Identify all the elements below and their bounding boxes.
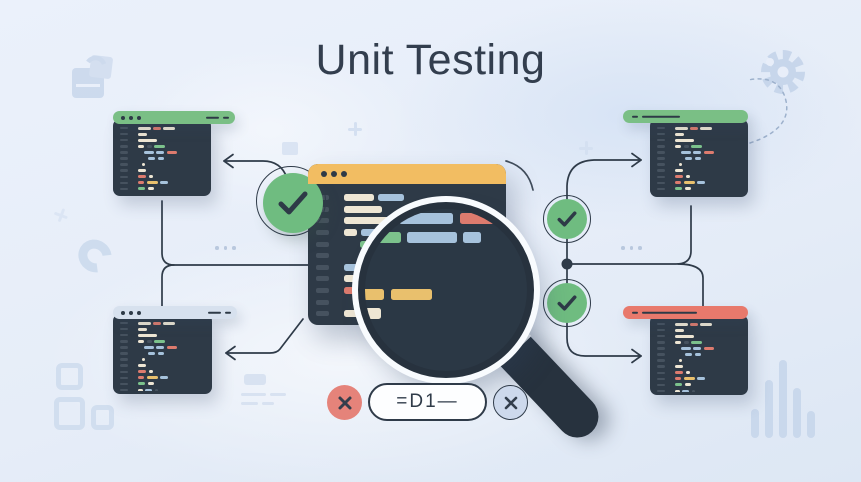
plus-icon	[348, 122, 362, 136]
result-pill-label: =D1—	[396, 391, 459, 412]
skeleton-line	[241, 393, 266, 396]
magnifier-lens-icon	[358, 202, 534, 378]
code-area	[657, 125, 745, 194]
decor-rect	[282, 142, 298, 155]
titlebar	[623, 110, 748, 123]
code-area	[120, 125, 208, 193]
sparkle-icon	[52, 206, 70, 224]
titlebar-dashes	[632, 311, 697, 314]
ellipsis-dots-icon	[621, 246, 642, 250]
window-dots-icon	[121, 310, 141, 315]
center-titlebar	[308, 164, 506, 184]
window-bottom-right	[623, 306, 748, 395]
decor-arc	[505, 160, 534, 191]
square-outline-icon	[91, 405, 114, 430]
check-icon	[543, 279, 591, 327]
window-dots-icon	[121, 115, 141, 120]
window-dots-icon	[321, 171, 347, 177]
code-area	[120, 320, 209, 391]
titlebar-dashes	[206, 116, 229, 119]
titlebar-dashes	[208, 311, 231, 314]
titlebar-dashes	[632, 115, 680, 118]
plus-icon	[579, 141, 593, 155]
junction-dot	[561, 258, 573, 270]
window-bottom-left	[113, 306, 237, 394]
check-icon	[543, 195, 591, 243]
skeleton-line	[262, 402, 274, 405]
close-x-icon	[493, 385, 528, 420]
ellipsis-dots-icon	[215, 246, 236, 250]
skeleton-line	[270, 393, 286, 396]
skeleton-line	[241, 402, 258, 405]
window-top-left	[113, 111, 235, 196]
magnified-code	[365, 209, 527, 342]
square-outline-icon	[56, 363, 83, 390]
fail-x-icon	[327, 385, 362, 420]
skeleton-block	[244, 374, 266, 385]
window-top-right	[623, 110, 748, 197]
code-area	[657, 321, 745, 392]
titlebar	[113, 111, 235, 124]
result-pill: =D1—	[368, 383, 487, 421]
c-shape-icon	[71, 232, 119, 280]
page-title: Unit Testing	[315, 36, 546, 84]
dashed-flow-line	[747, 78, 788, 144]
titlebar	[623, 306, 748, 319]
square-outline-icon	[54, 397, 85, 430]
titlebar	[113, 306, 237, 319]
